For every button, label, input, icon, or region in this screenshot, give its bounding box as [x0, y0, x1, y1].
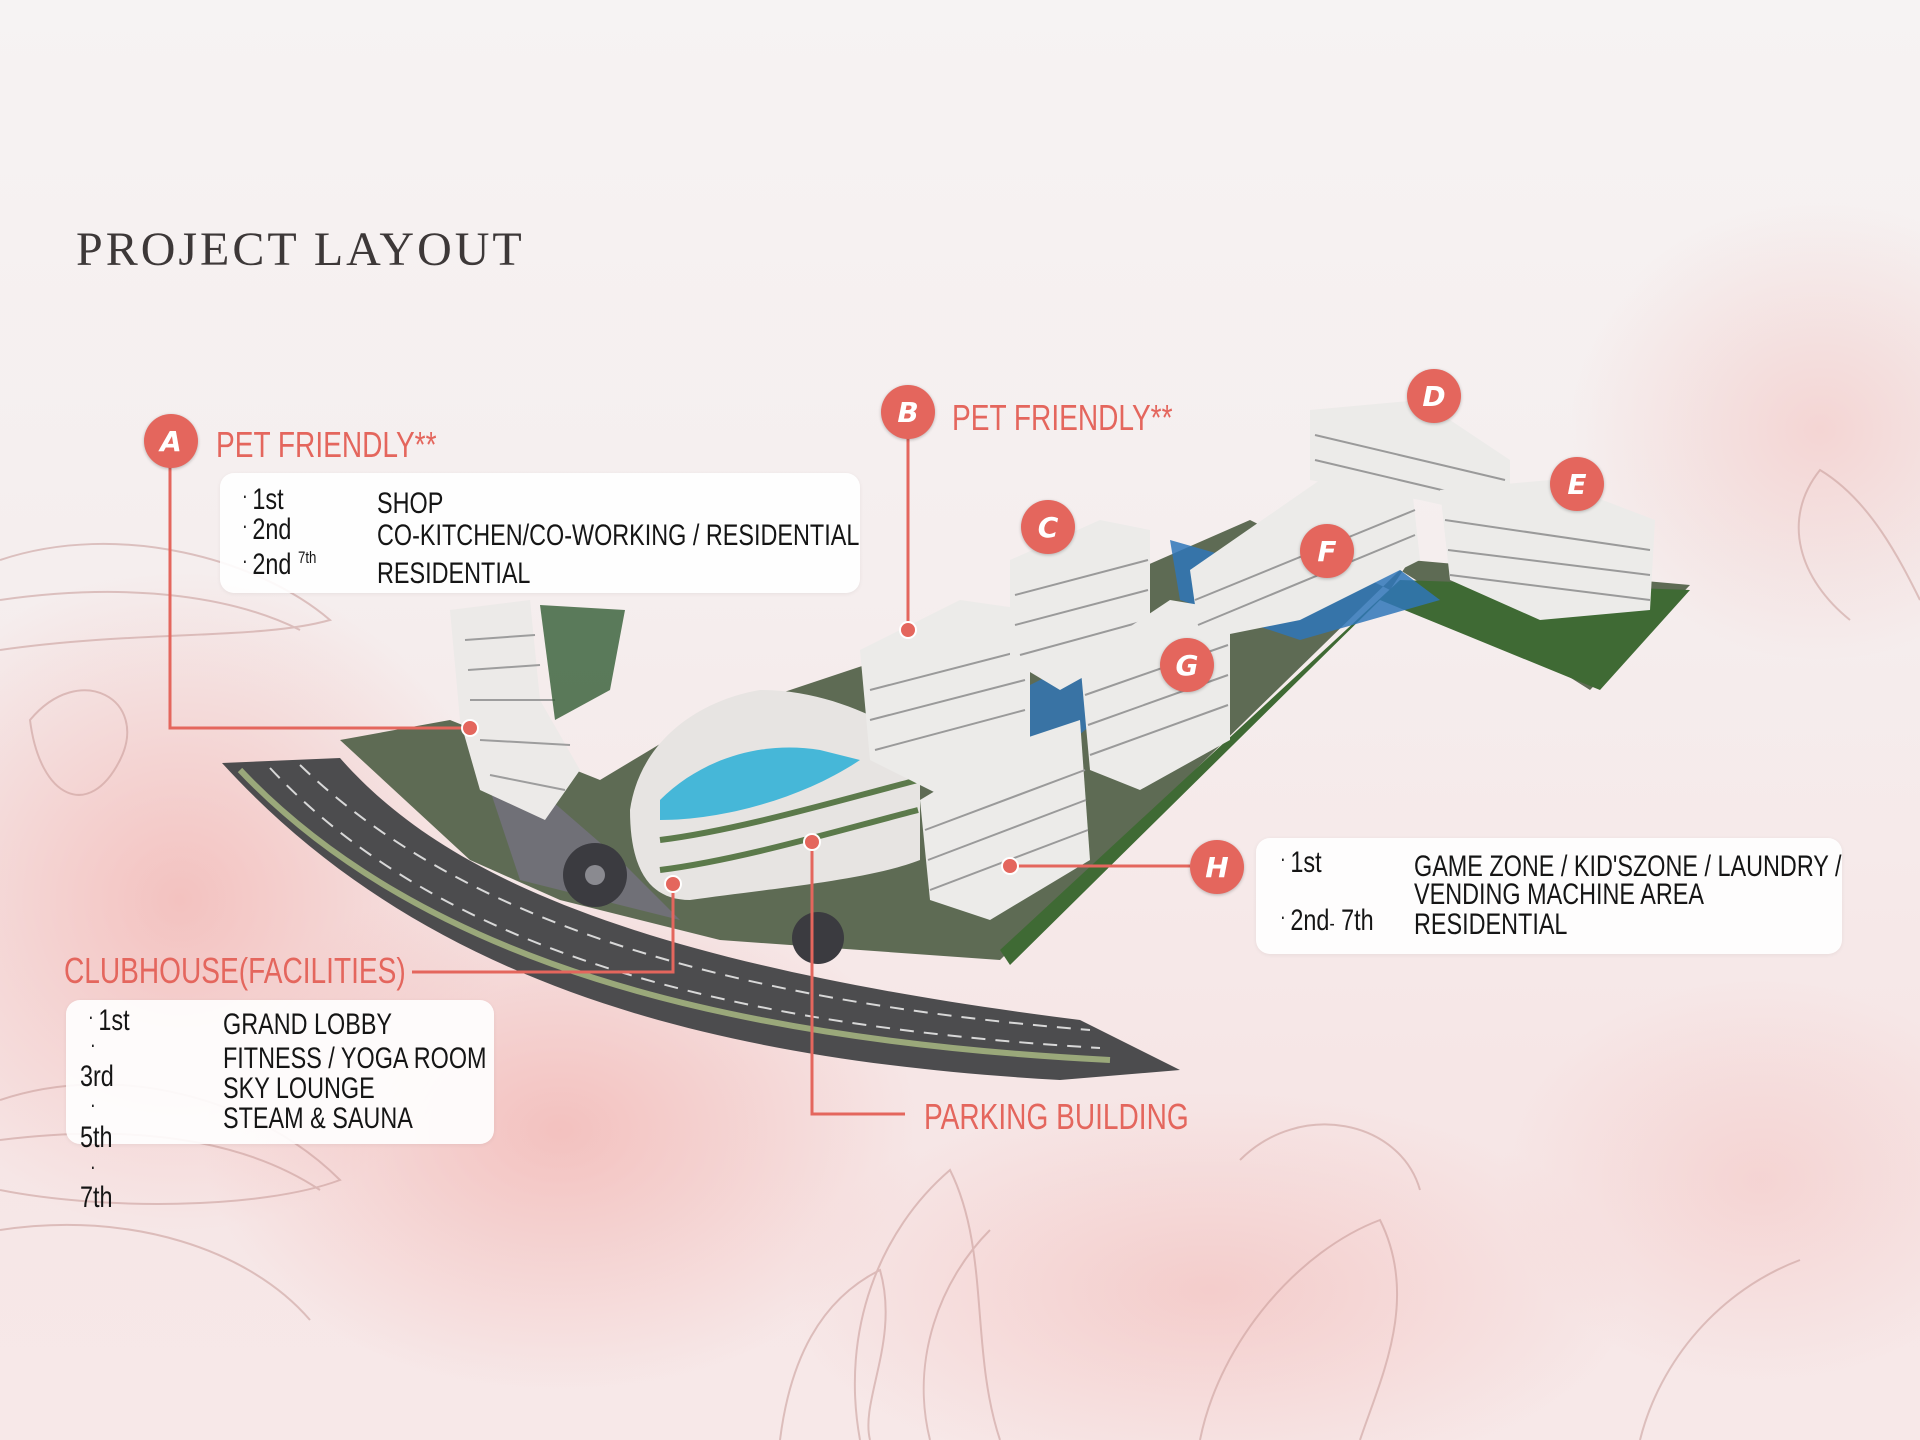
building-a-badge[interactable]: A	[144, 414, 198, 468]
building-a-floor-3: ·2nd 7th	[242, 548, 317, 581]
building-a-heading: PET FRIENDLY**	[216, 424, 437, 465]
building-g-badge[interactable]: G	[1160, 638, 1214, 692]
clubhouse-use-2: FITNESS / YOGA ROOM	[223, 1042, 487, 1075]
building-e	[1440, 480, 1655, 620]
building-h-use-3: RESIDENTIAL	[1414, 908, 1568, 941]
building-a-info-card: ·1st ·2nd ·2nd 7th SHOP CO-KITCHEN/CO-WO…	[220, 473, 860, 593]
page-title: PROJECT LAYOUT	[76, 223, 525, 276]
clubhouse-use-1: GRAND LOBBY	[223, 1008, 393, 1041]
clubhouse-use-3: SKY LOUNGE	[223, 1072, 375, 1105]
road	[222, 758, 1180, 1080]
clubhouse-use-4: STEAM & SAUNA	[223, 1102, 413, 1135]
building-h-badge[interactable]: H	[1190, 840, 1244, 894]
building-e-badge[interactable]: E	[1550, 457, 1604, 511]
parking-heading: PARKING BUILDING	[924, 1096, 1189, 1137]
building-f-badge[interactable]: F	[1300, 524, 1354, 578]
building-c-badge[interactable]: C	[1021, 500, 1075, 554]
clubhouse-floor-dot-3: ·	[90, 1154, 96, 1179]
building-h-use-2: VENDING MACHINE AREA	[1414, 878, 1704, 911]
clubhouse-floor-dot-1: ·	[90, 1032, 96, 1057]
building-h-floor-1: ·1st	[1280, 846, 1322, 879]
clubhouse-floor-4: 7th	[80, 1181, 113, 1214]
building-b-heading: PET FRIENDLY**	[952, 397, 1173, 438]
clubhouse-floor-dot-2: ·	[90, 1092, 96, 1117]
building-d-badge[interactable]: D	[1407, 369, 1461, 423]
clubhouse-info-card: ·1st · 3rd · GRAND LOBBY FITNESS / YOGA …	[66, 1000, 494, 1144]
building-b-badge[interactable]: B	[881, 385, 935, 439]
clubhouse-floor-3: 5th	[80, 1121, 113, 1154]
building-h-floor-2: ·2nd- 7th	[1280, 904, 1374, 937]
clubhouse-floor-1: ·1st	[88, 1004, 130, 1037]
building-h-info-card: ·1st ·2nd- 7th GAME ZONE / KID'SZONE / L…	[1256, 838, 1842, 954]
building-a	[450, 600, 580, 820]
building-a-floor-2: ·2nd	[242, 513, 292, 546]
building-a-floor-1: ·1st	[242, 483, 284, 516]
building-h-use-1: GAME ZONE / KID'SZONE / LAUNDRY /	[1414, 850, 1842, 883]
building-h	[920, 720, 1090, 920]
building-a-use-1: SHOP	[377, 487, 444, 520]
clubhouse-floor-2: 3rd	[80, 1060, 114, 1093]
building-a-use-3: RESIDENTIAL	[377, 557, 531, 590]
building-a-use-2: CO-KITCHEN/CO-WORKING / RESIDENTIAL	[377, 519, 860, 552]
clubhouse-heading: CLUBHOUSE(FACILITIES)	[64, 950, 406, 991]
